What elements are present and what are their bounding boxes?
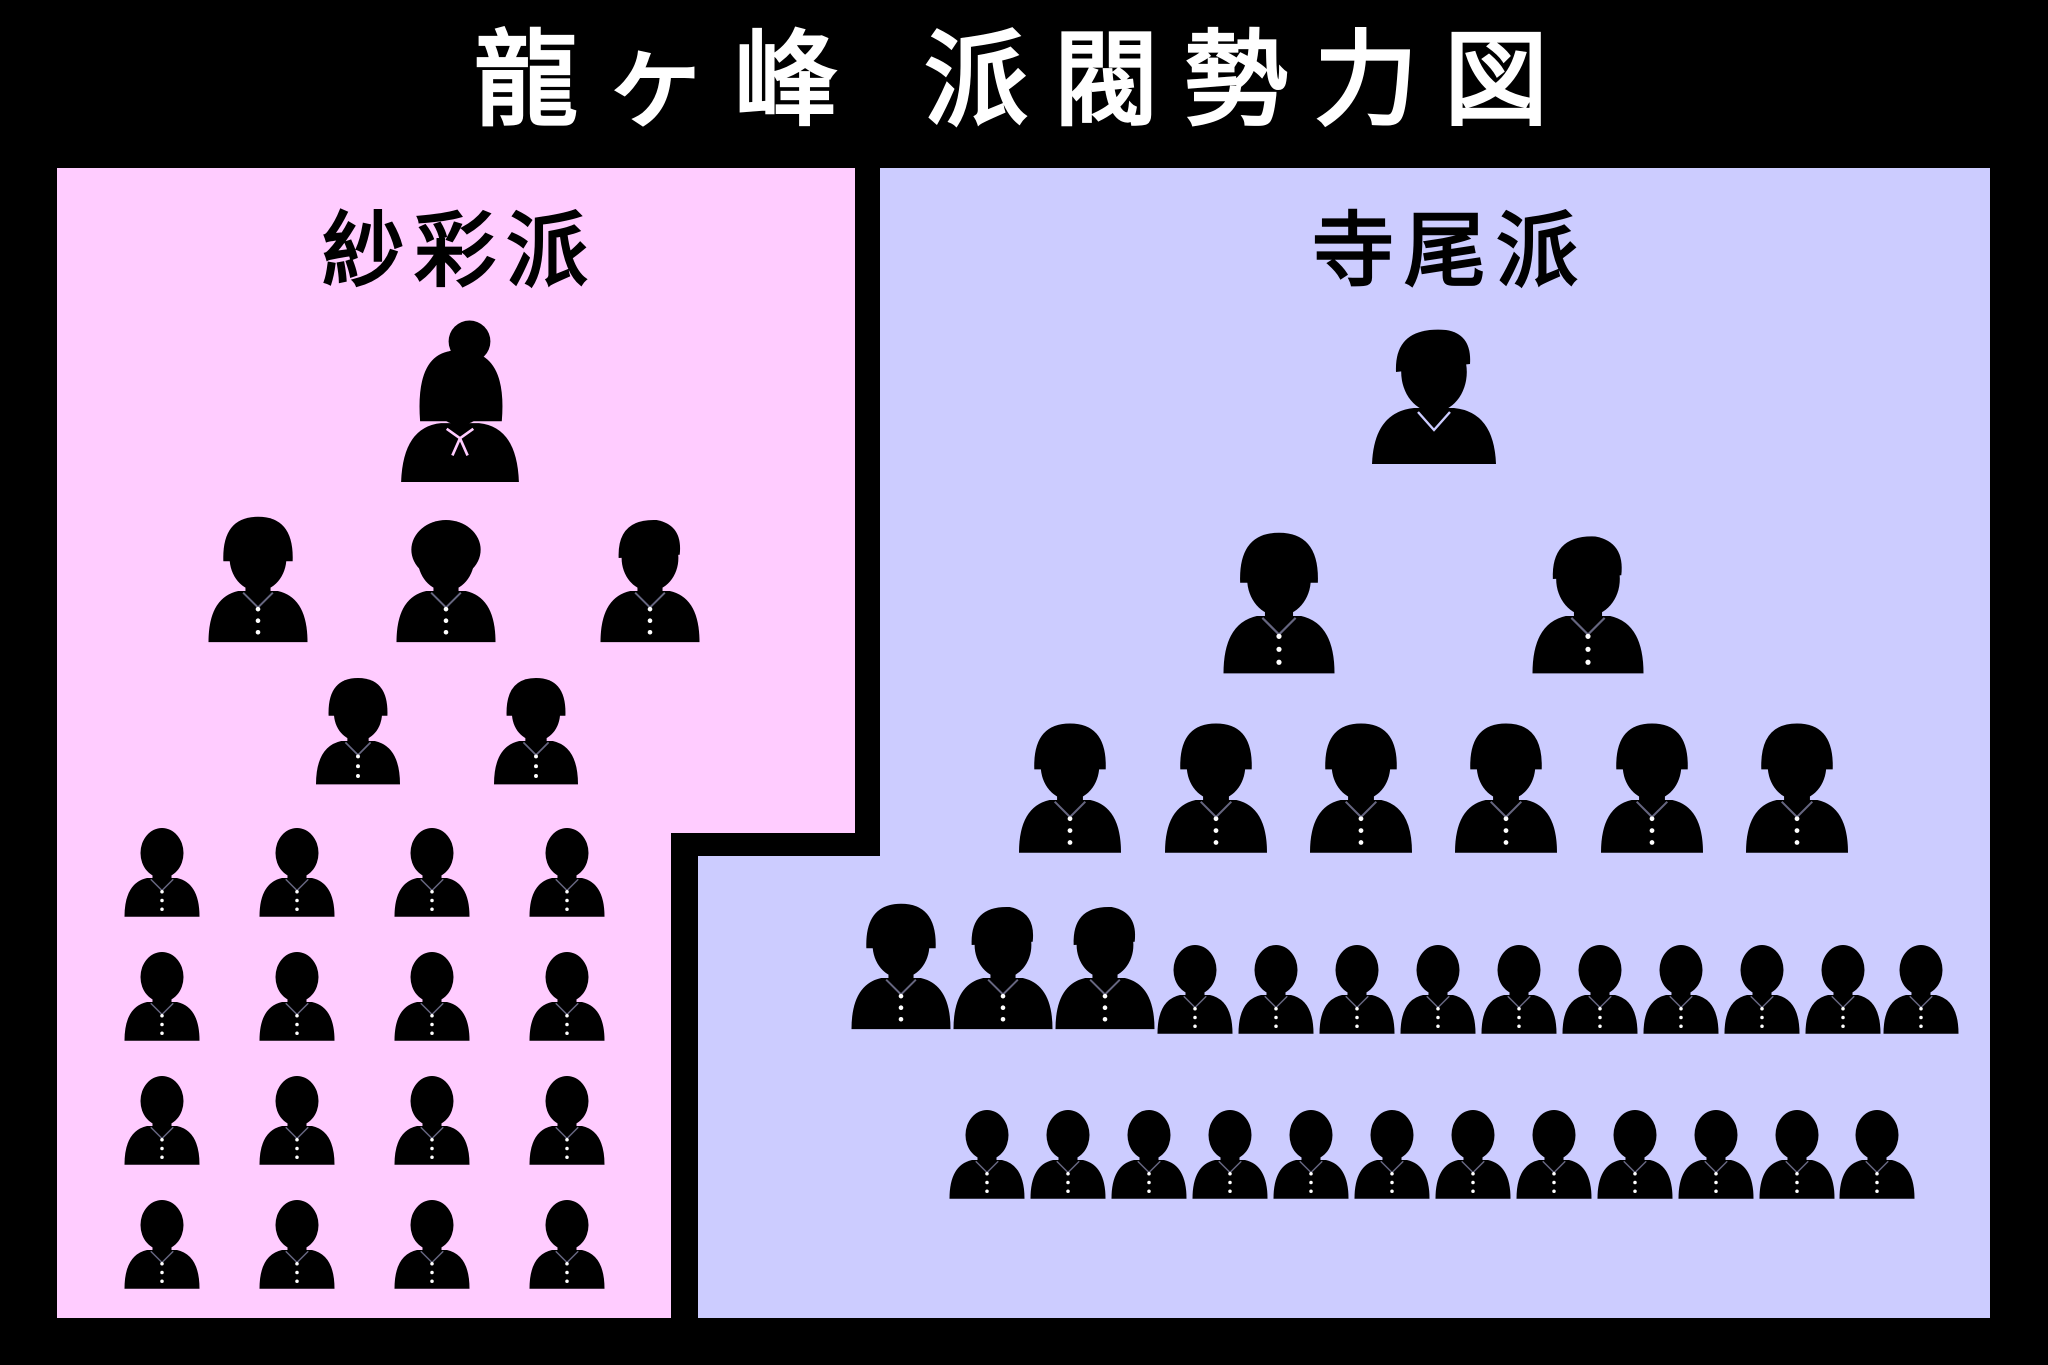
school-name: 龍ヶ峰: [473, 18, 864, 141]
sayaka-member-r2-1: [124, 952, 200, 1041]
terao-member-r2-10: [1678, 1110, 1754, 1199]
sayaka-member-r4-2: [259, 1200, 335, 1289]
terao-member-r2-9: [1597, 1110, 1673, 1199]
terao-member-r1-10: [1643, 945, 1719, 1034]
sayaka-member-r1-3: [394, 828, 470, 917]
sayaka-member-r2-2: [259, 952, 335, 1041]
terao-member-r2-6: [1354, 1110, 1430, 1199]
terao-member-r1-1: [851, 903, 951, 1030]
terao-faction-name: 寺尾派: [1311, 203, 1588, 299]
terao-member-r2-12: [1839, 1110, 1915, 1199]
terao-lieutenant-4: [1455, 723, 1557, 853]
sayaka-member-r4-3: [394, 1200, 470, 1289]
sayaka-faction-panel: [57, 168, 855, 1318]
sayaka-member-r3-1: [124, 1076, 200, 1165]
terao-member-r1-2: [953, 906, 1053, 1030]
sayaka-lieutenant-1: [316, 678, 400, 785]
terao-member-r2-11: [1759, 1110, 1835, 1199]
terao-member-r1-8: [1481, 945, 1557, 1034]
terao-lieutenant-6: [1746, 723, 1848, 853]
terao-member-r2-4: [1192, 1110, 1268, 1199]
sayaka-member-r2-3: [394, 952, 470, 1041]
terao-leader-icon: [1372, 329, 1496, 464]
sayaka-leader-icon: [401, 320, 519, 482]
sayaka-faction-name: 紗彩派: [321, 203, 598, 299]
terao-lieutenant-5: [1601, 723, 1703, 853]
terao-lieutenant-2: [1165, 723, 1267, 853]
diagram-subtitle: 派閥勢力図: [924, 18, 1575, 141]
terao-officer-2: [1532, 536, 1644, 674]
sayaka-member-r2-4: [529, 952, 605, 1041]
terao-officer-1: [1223, 532, 1335, 674]
sayaka-member-r4-1: [124, 1200, 200, 1289]
terao-member-r2-7: [1435, 1110, 1511, 1199]
sayaka-member-r3-4: [529, 1076, 605, 1165]
terao-member-r1-9: [1562, 945, 1638, 1034]
sayaka-member-r1-2: [259, 828, 335, 917]
terao-member-r1-6: [1319, 945, 1395, 1034]
sayaka-member-r4-4: [529, 1200, 605, 1289]
sayaka-officer-3: [600, 519, 700, 643]
sayaka-officer-2: [396, 520, 496, 643]
terao-member-r2-1: [949, 1110, 1025, 1199]
terao-member-r1-12: [1805, 945, 1881, 1034]
sayaka-member-r1-4: [529, 828, 605, 917]
terao-member-r2-8: [1516, 1110, 1592, 1199]
terao-member-r1-13: [1883, 945, 1959, 1034]
terao-member-r2-2: [1030, 1110, 1106, 1199]
terao-member-r1-4: [1157, 945, 1233, 1034]
terao-member-r2-3: [1111, 1110, 1187, 1199]
diagram-title: 龍ヶ峰 派閥勢力図: [0, 0, 2048, 160]
sayaka-member-r3-3: [394, 1076, 470, 1165]
terao-member-r1-5: [1238, 945, 1314, 1034]
terao-lieutenant-1: [1019, 723, 1121, 853]
sayaka-member-r3-2: [259, 1076, 335, 1165]
terao-member-r2-5: [1273, 1110, 1349, 1199]
terao-member-r1-3: [1055, 906, 1155, 1030]
sayaka-lieutenant-2: [494, 678, 578, 785]
terao-member-r1-11: [1724, 945, 1800, 1034]
terao-member-r1-7: [1400, 945, 1476, 1034]
sayaka-member-r1-1: [124, 828, 200, 917]
terao-lieutenant-3: [1310, 723, 1412, 853]
sayaka-officer-1: [208, 516, 308, 643]
